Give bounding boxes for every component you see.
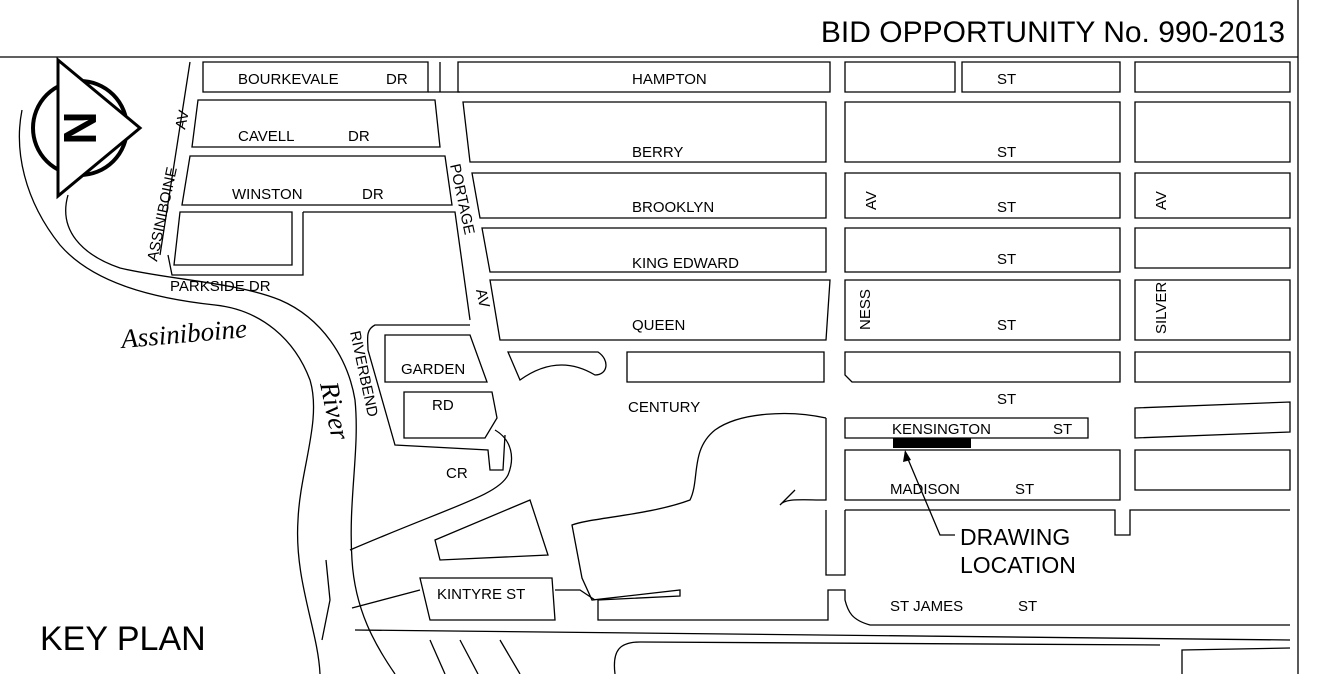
street-century-st: ST bbox=[997, 391, 1016, 408]
street-assiniboine-av-suffix: AV bbox=[172, 109, 193, 131]
callout-drawing: DRAWING bbox=[960, 524, 1070, 550]
street-parkside: PARKSIDE DR bbox=[170, 278, 271, 295]
street-hampton: HAMPTON bbox=[632, 71, 707, 88]
river-name-river: River bbox=[314, 378, 356, 443]
street-ness: NESS bbox=[857, 289, 874, 330]
drawing-location-highlight bbox=[893, 438, 971, 448]
street-hampton-st: ST bbox=[997, 71, 1016, 88]
street-portage-av: AV bbox=[472, 287, 493, 309]
street-queen: QUEEN bbox=[632, 317, 685, 334]
central-blocks bbox=[457, 61, 831, 383]
street-brooklyn: BROOKLYN bbox=[632, 199, 714, 216]
street-madison-st: ST bbox=[1015, 481, 1034, 498]
north-letter: N bbox=[54, 111, 106, 144]
callout-leader bbox=[904, 451, 955, 536]
street-berry-st: ST bbox=[997, 144, 1016, 161]
street-riverbend: RIVERBEND bbox=[346, 329, 381, 418]
street-st-james: ST JAMES bbox=[890, 598, 963, 615]
street-king-edward: KING EDWARD bbox=[632, 255, 739, 272]
river-name-assiniboine: Assiniboine bbox=[118, 313, 248, 354]
map-frame bbox=[0, 0, 1299, 674]
street-rd: RD bbox=[432, 397, 454, 414]
street-century: CENTURY bbox=[628, 399, 700, 416]
street-kensington-st: ST bbox=[1053, 421, 1072, 438]
callout-arrowhead bbox=[903, 450, 911, 462]
bid-opportunity-title: BID OPPORTUNITY No. 990-2013 bbox=[821, 16, 1285, 49]
street-garden: GARDEN bbox=[401, 361, 465, 378]
north-arrow-icon: N bbox=[31, 56, 143, 200]
street-madison: MADISON bbox=[890, 481, 960, 498]
street-queen-st: ST bbox=[997, 317, 1016, 334]
street-cavell: CAVELL bbox=[238, 128, 294, 145]
riverbend-area bbox=[349, 324, 513, 551]
road-lines bbox=[428, 62, 460, 93]
east-blocks bbox=[844, 61, 1291, 501]
street-berry: BERRY bbox=[632, 144, 683, 161]
street-silver: SILVER bbox=[1153, 282, 1170, 334]
street-ness-av: AV bbox=[863, 191, 880, 210]
street-bourkevale: BOURKEVALE bbox=[238, 71, 339, 88]
street-winston-dr: DR bbox=[362, 186, 384, 203]
street-cavell-dr: DR bbox=[348, 128, 370, 145]
street-winston: WINSTON bbox=[232, 186, 303, 203]
key-plan-label: KEY PLAN bbox=[40, 620, 206, 658]
street-silver-av: AV bbox=[1153, 191, 1170, 210]
street-king-edward-st: ST bbox=[997, 251, 1016, 268]
street-cr: CR bbox=[446, 465, 468, 482]
street-brooklyn-st: ST bbox=[997, 199, 1016, 216]
west-blocks bbox=[159, 61, 471, 321]
street-kintyre: KINTYRE ST bbox=[437, 586, 525, 603]
street-kensington: KENSINGTON bbox=[892, 421, 991, 438]
street-st-james-st: ST bbox=[1018, 598, 1037, 615]
street-bourkevale-dr: DR bbox=[386, 71, 408, 88]
street-labels: BOURKEVALE DR CAVELL DR WINSTON DR PARKS… bbox=[144, 71, 1170, 615]
callout-location: LOCATION bbox=[960, 552, 1076, 578]
south-area bbox=[351, 412, 1291, 674]
assiniboine-river bbox=[18, 109, 396, 674]
